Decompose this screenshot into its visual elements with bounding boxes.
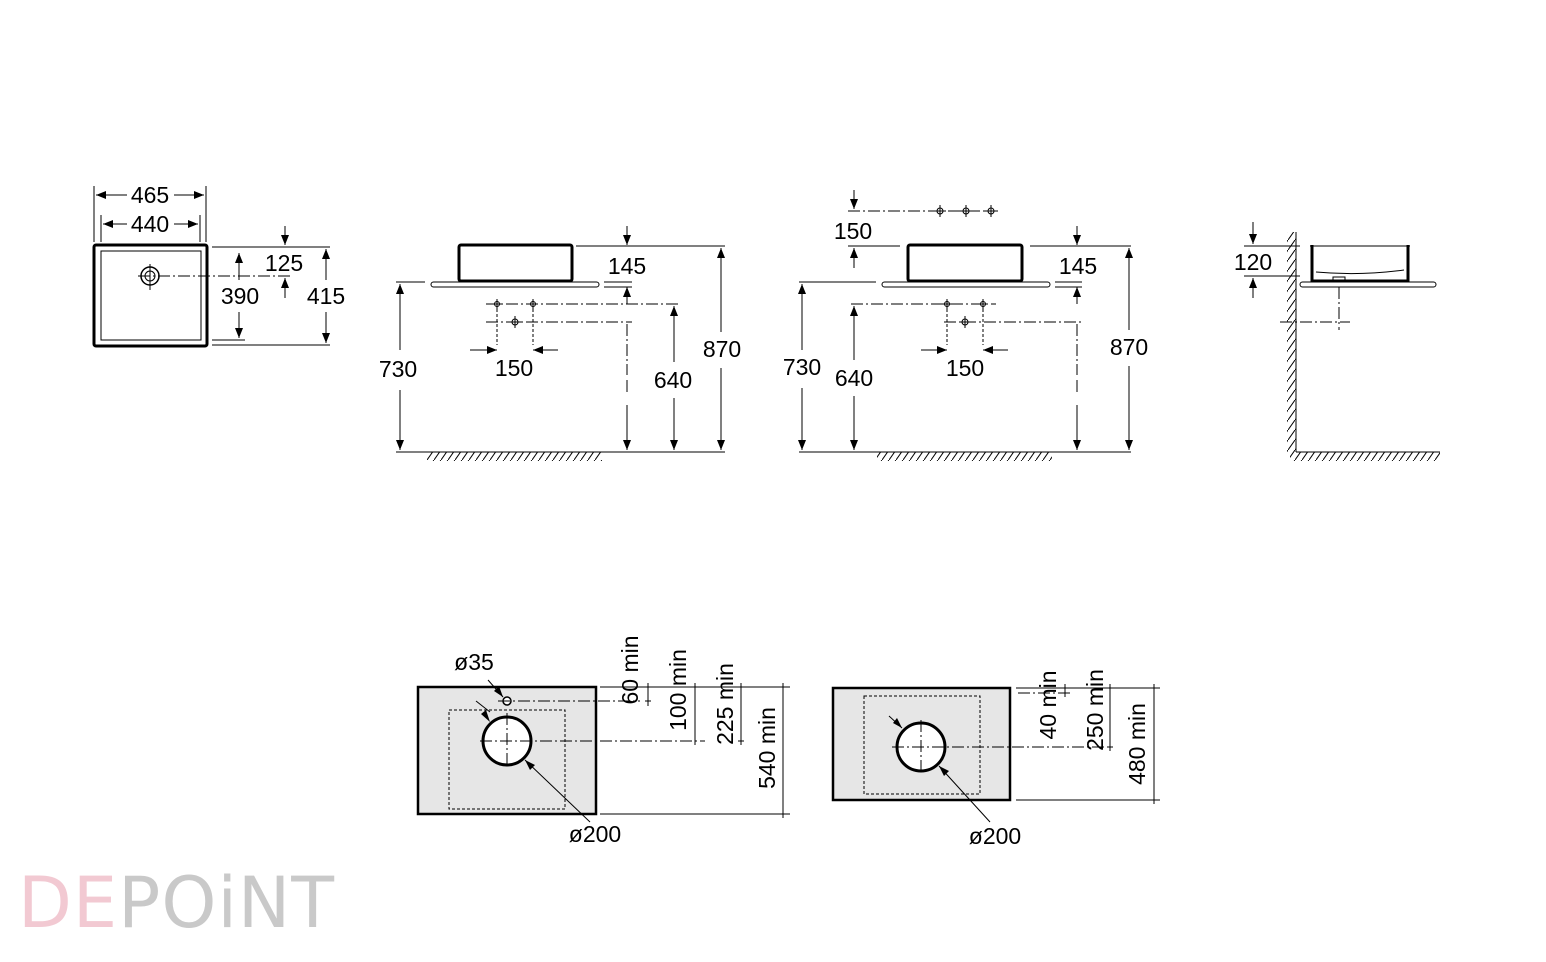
- dim-150-top: 150: [834, 218, 872, 244]
- dim-225-min: 225 min: [712, 663, 738, 745]
- dim-870: 870: [703, 336, 741, 362]
- top-view: 465 440 125 390 415: [92, 182, 345, 348]
- dim-250-min: 250 min: [1082, 669, 1108, 751]
- logo-part-1: DE: [18, 862, 119, 944]
- dim-480-min: 480 min: [1124, 703, 1150, 785]
- dim-730: 730: [379, 356, 417, 382]
- dim-125: 125: [265, 250, 303, 276]
- front-view-wall-tap: 150 145 730 640 870: [379, 226, 741, 461]
- dim-440: 440: [131, 211, 169, 237]
- dim-415: 415: [307, 283, 345, 309]
- dim-150: 150: [946, 355, 984, 381]
- dim-d35: ø35: [454, 649, 494, 675]
- cutout-b: ø200 40 min 250 min 480 min: [831, 669, 1160, 849]
- dim-120: 120: [1234, 249, 1272, 275]
- dim-640: 640: [654, 367, 692, 393]
- dim-d200: ø200: [569, 821, 621, 847]
- dim-465: 465: [131, 182, 169, 208]
- dim-150: 150: [495, 355, 533, 381]
- side-view: 120: [1234, 222, 1440, 461]
- dim-d200: ø200: [969, 823, 1021, 849]
- dim-145: 145: [1059, 253, 1097, 279]
- logo-part-2: POiNT: [118, 862, 336, 944]
- dim-40-min: 40 min: [1035, 670, 1061, 739]
- brand-logo: DEPOiNT: [18, 868, 335, 938]
- dim-730: 730: [783, 354, 821, 380]
- dim-100-min: 100 min: [665, 649, 691, 731]
- dim-870: 870: [1110, 334, 1148, 360]
- dim-540-min: 540 min: [754, 707, 780, 789]
- dim-60-min: 60 min: [617, 635, 643, 704]
- cutout-a: ø35 ø200 60 min 100 min 225 min 540 min: [416, 635, 790, 847]
- dim-145: 145: [608, 253, 646, 279]
- dim-640: 640: [835, 365, 873, 391]
- dim-390: 390: [221, 283, 259, 309]
- front-view-deck-tap: 150 150 145 730: [783, 190, 1148, 461]
